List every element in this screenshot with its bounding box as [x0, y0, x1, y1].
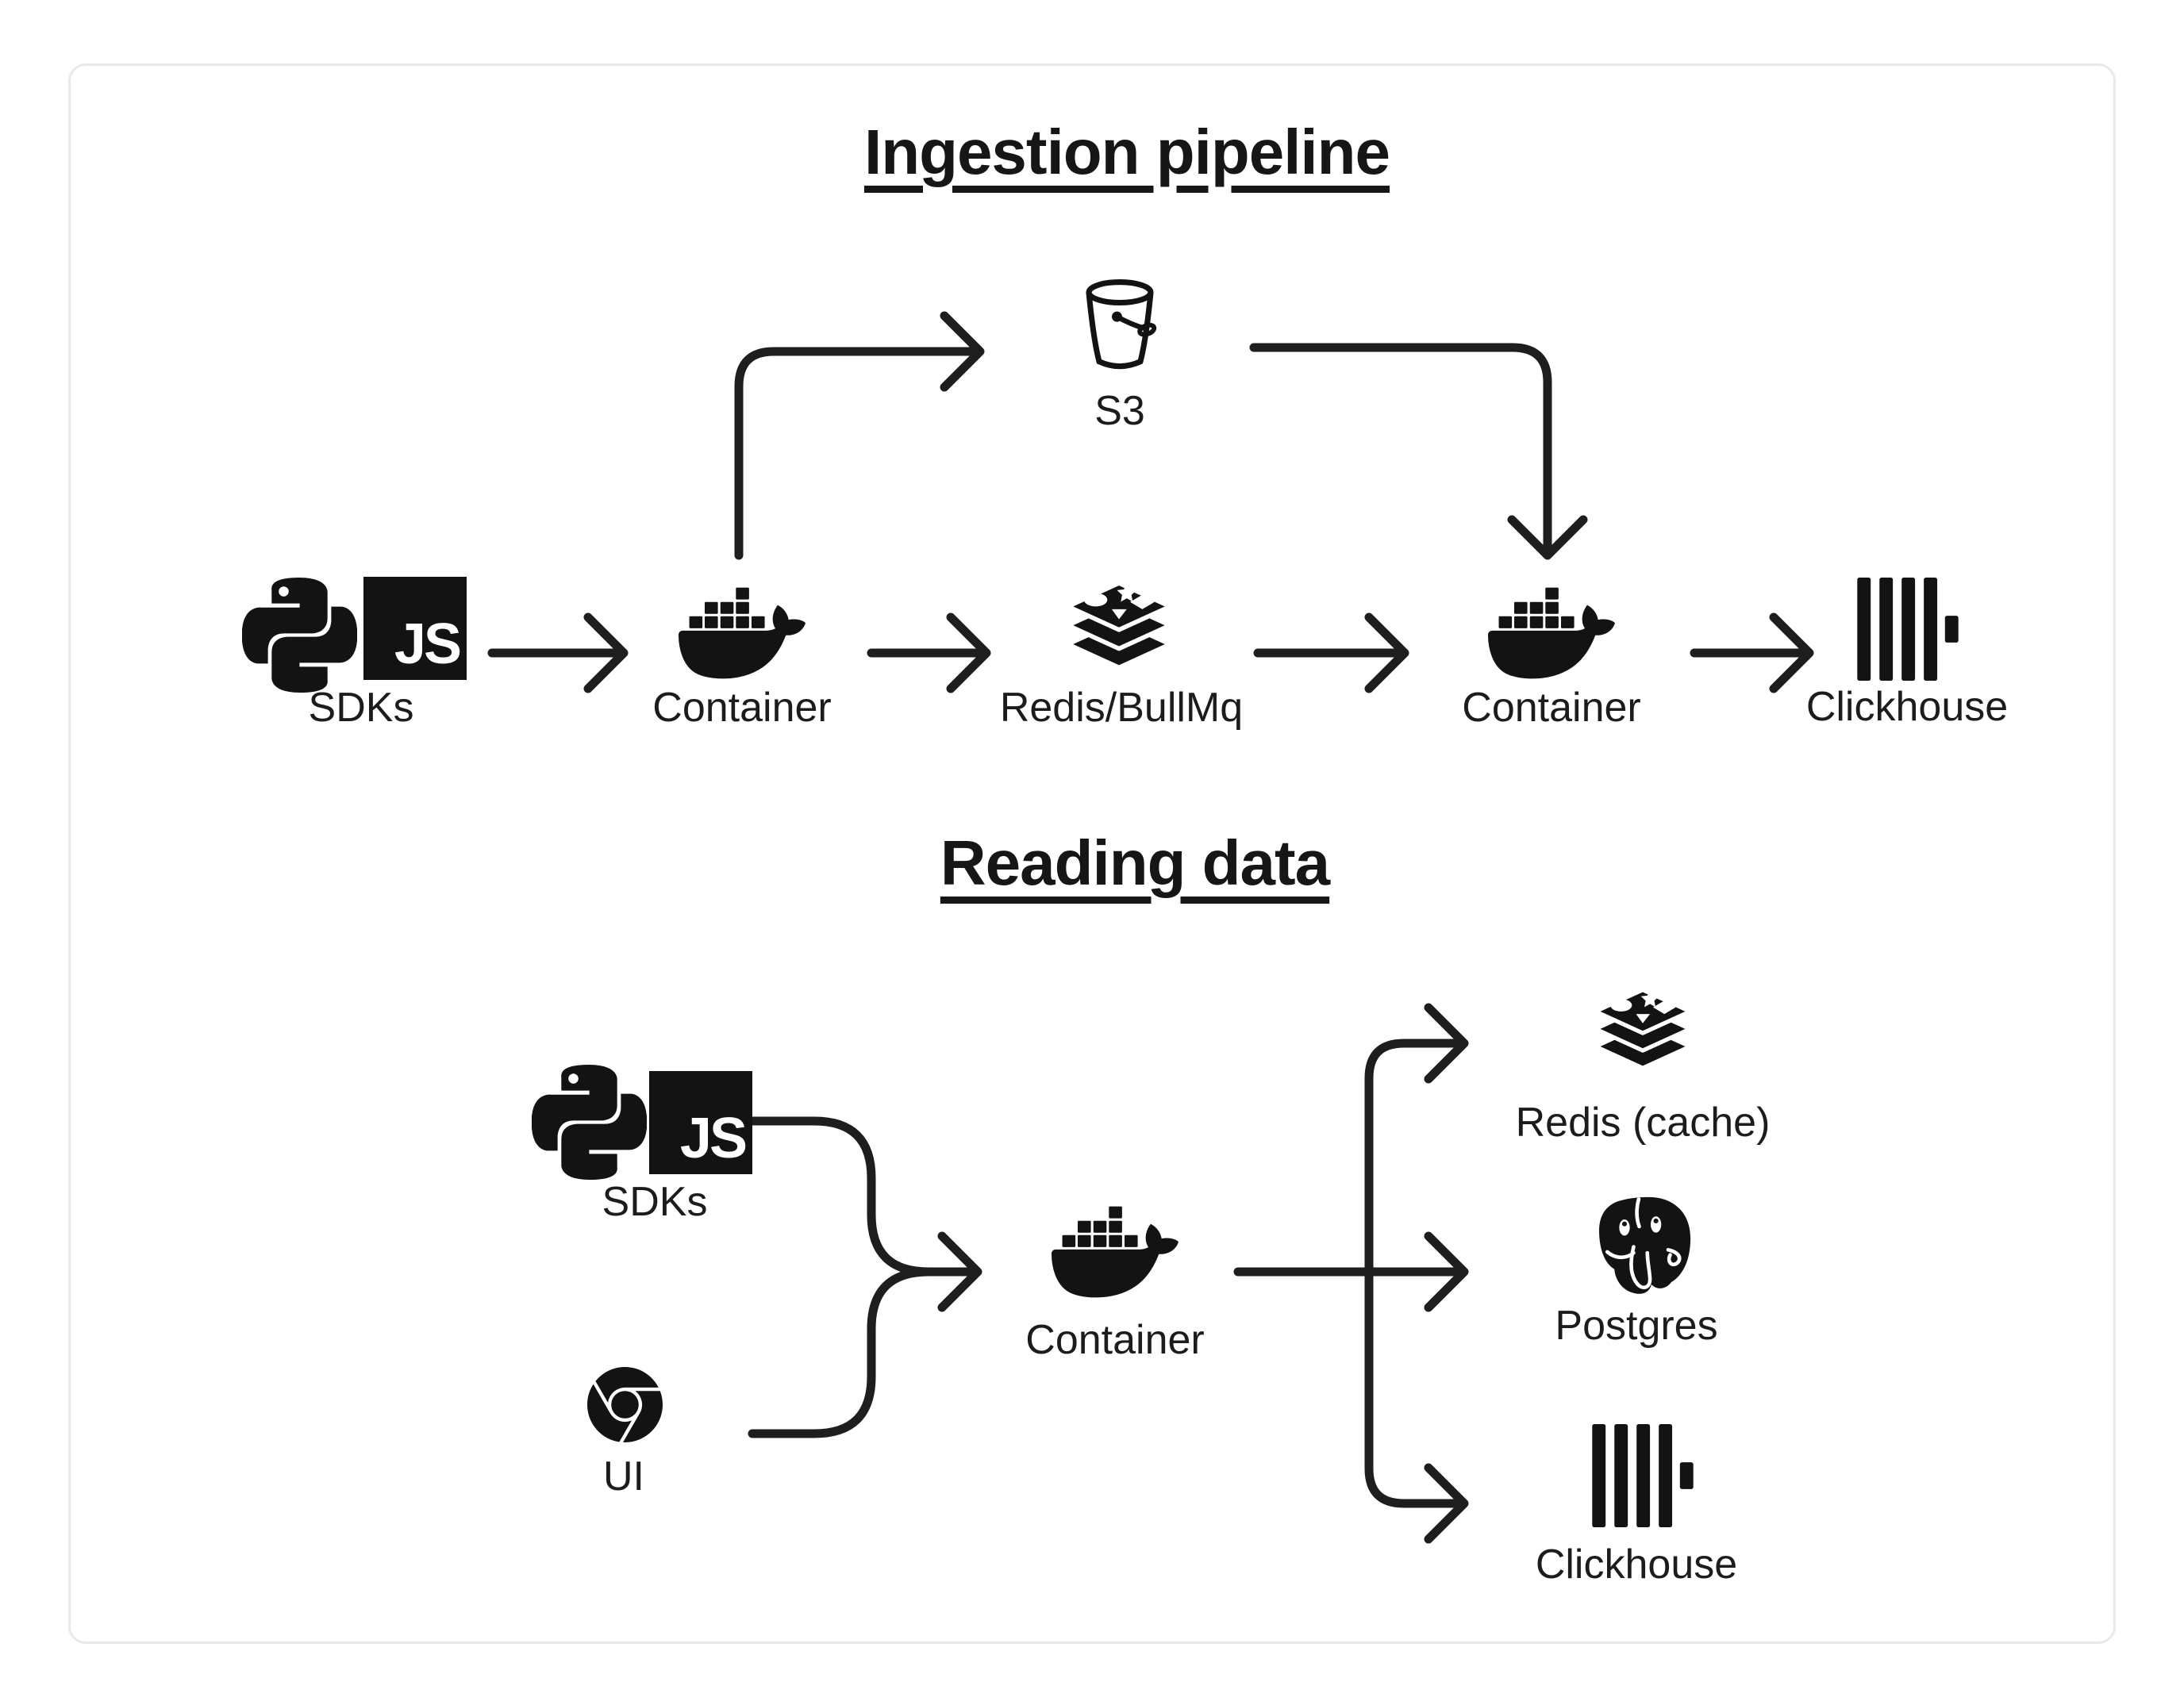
- edge-branch-to-redis-cache: [1364, 1003, 1469, 1277]
- node-label-container2: Container: [1462, 685, 1641, 731]
- node-label-ui: UI: [603, 1453, 644, 1499]
- edge-branch-to-clickhouse: [1364, 1267, 1469, 1544]
- node-label-s3: S3: [1094, 388, 1145, 434]
- python-icon: [242, 578, 357, 693]
- edge-s3-to-container2: [1249, 343, 1588, 560]
- section-title-ingestion: Ingestion pipeline: [863, 117, 1390, 187]
- node-label-redis-cache: Redis (cache): [1515, 1100, 1771, 1146]
- edge-merge-arrow: [916, 1231, 982, 1312]
- clickhouse-icon: [1592, 1424, 1694, 1527]
- redis-icon: [1591, 988, 1694, 1074]
- edge-container-to-redis: [867, 612, 991, 693]
- node-label-redis-bullmq: Redis/BullMq: [999, 685, 1244, 731]
- edge-sdks-to-read-container: [748, 1116, 933, 1277]
- docker-icon: [1052, 1188, 1179, 1315]
- node-label-sdks: SDKs: [602, 1179, 708, 1225]
- chrome-icon: [587, 1367, 663, 1442]
- javascript-icon: JS: [363, 577, 467, 680]
- section-title-reading: Reading data: [940, 827, 1330, 898]
- edge-container2-to-clickhouse: [1690, 612, 1814, 693]
- redis-icon: [1063, 581, 1175, 674]
- edge-redis-to-container2: [1253, 612, 1409, 693]
- postgresql-icon: [1592, 1194, 1694, 1300]
- edge-container-to-s3: [734, 311, 985, 560]
- edge-branch-to-postgres: [1364, 1231, 1469, 1312]
- node-label-sdks: SDKs: [308, 685, 414, 731]
- node-label-clickhouse: Clickhouse: [1805, 684, 2009, 730]
- docker-icon: [679, 570, 806, 697]
- javascript-icon: JS: [649, 1071, 752, 1174]
- python-icon: [532, 1065, 647, 1180]
- s3-bucket-icon: [1073, 279, 1167, 378]
- node-label-postgres: Postgres: [1555, 1303, 1718, 1349]
- node-label-read-container: Container: [1025, 1317, 1205, 1363]
- edge-ui-to-read-container: [748, 1267, 933, 1438]
- clickhouse-icon: [1857, 578, 1959, 681]
- node-label-container: Container: [652, 685, 832, 731]
- docker-icon: [1488, 570, 1615, 697]
- node-label-clickhouse: Clickhouse: [1535, 1542, 1738, 1588]
- edge-sdks-to-container: [487, 612, 629, 693]
